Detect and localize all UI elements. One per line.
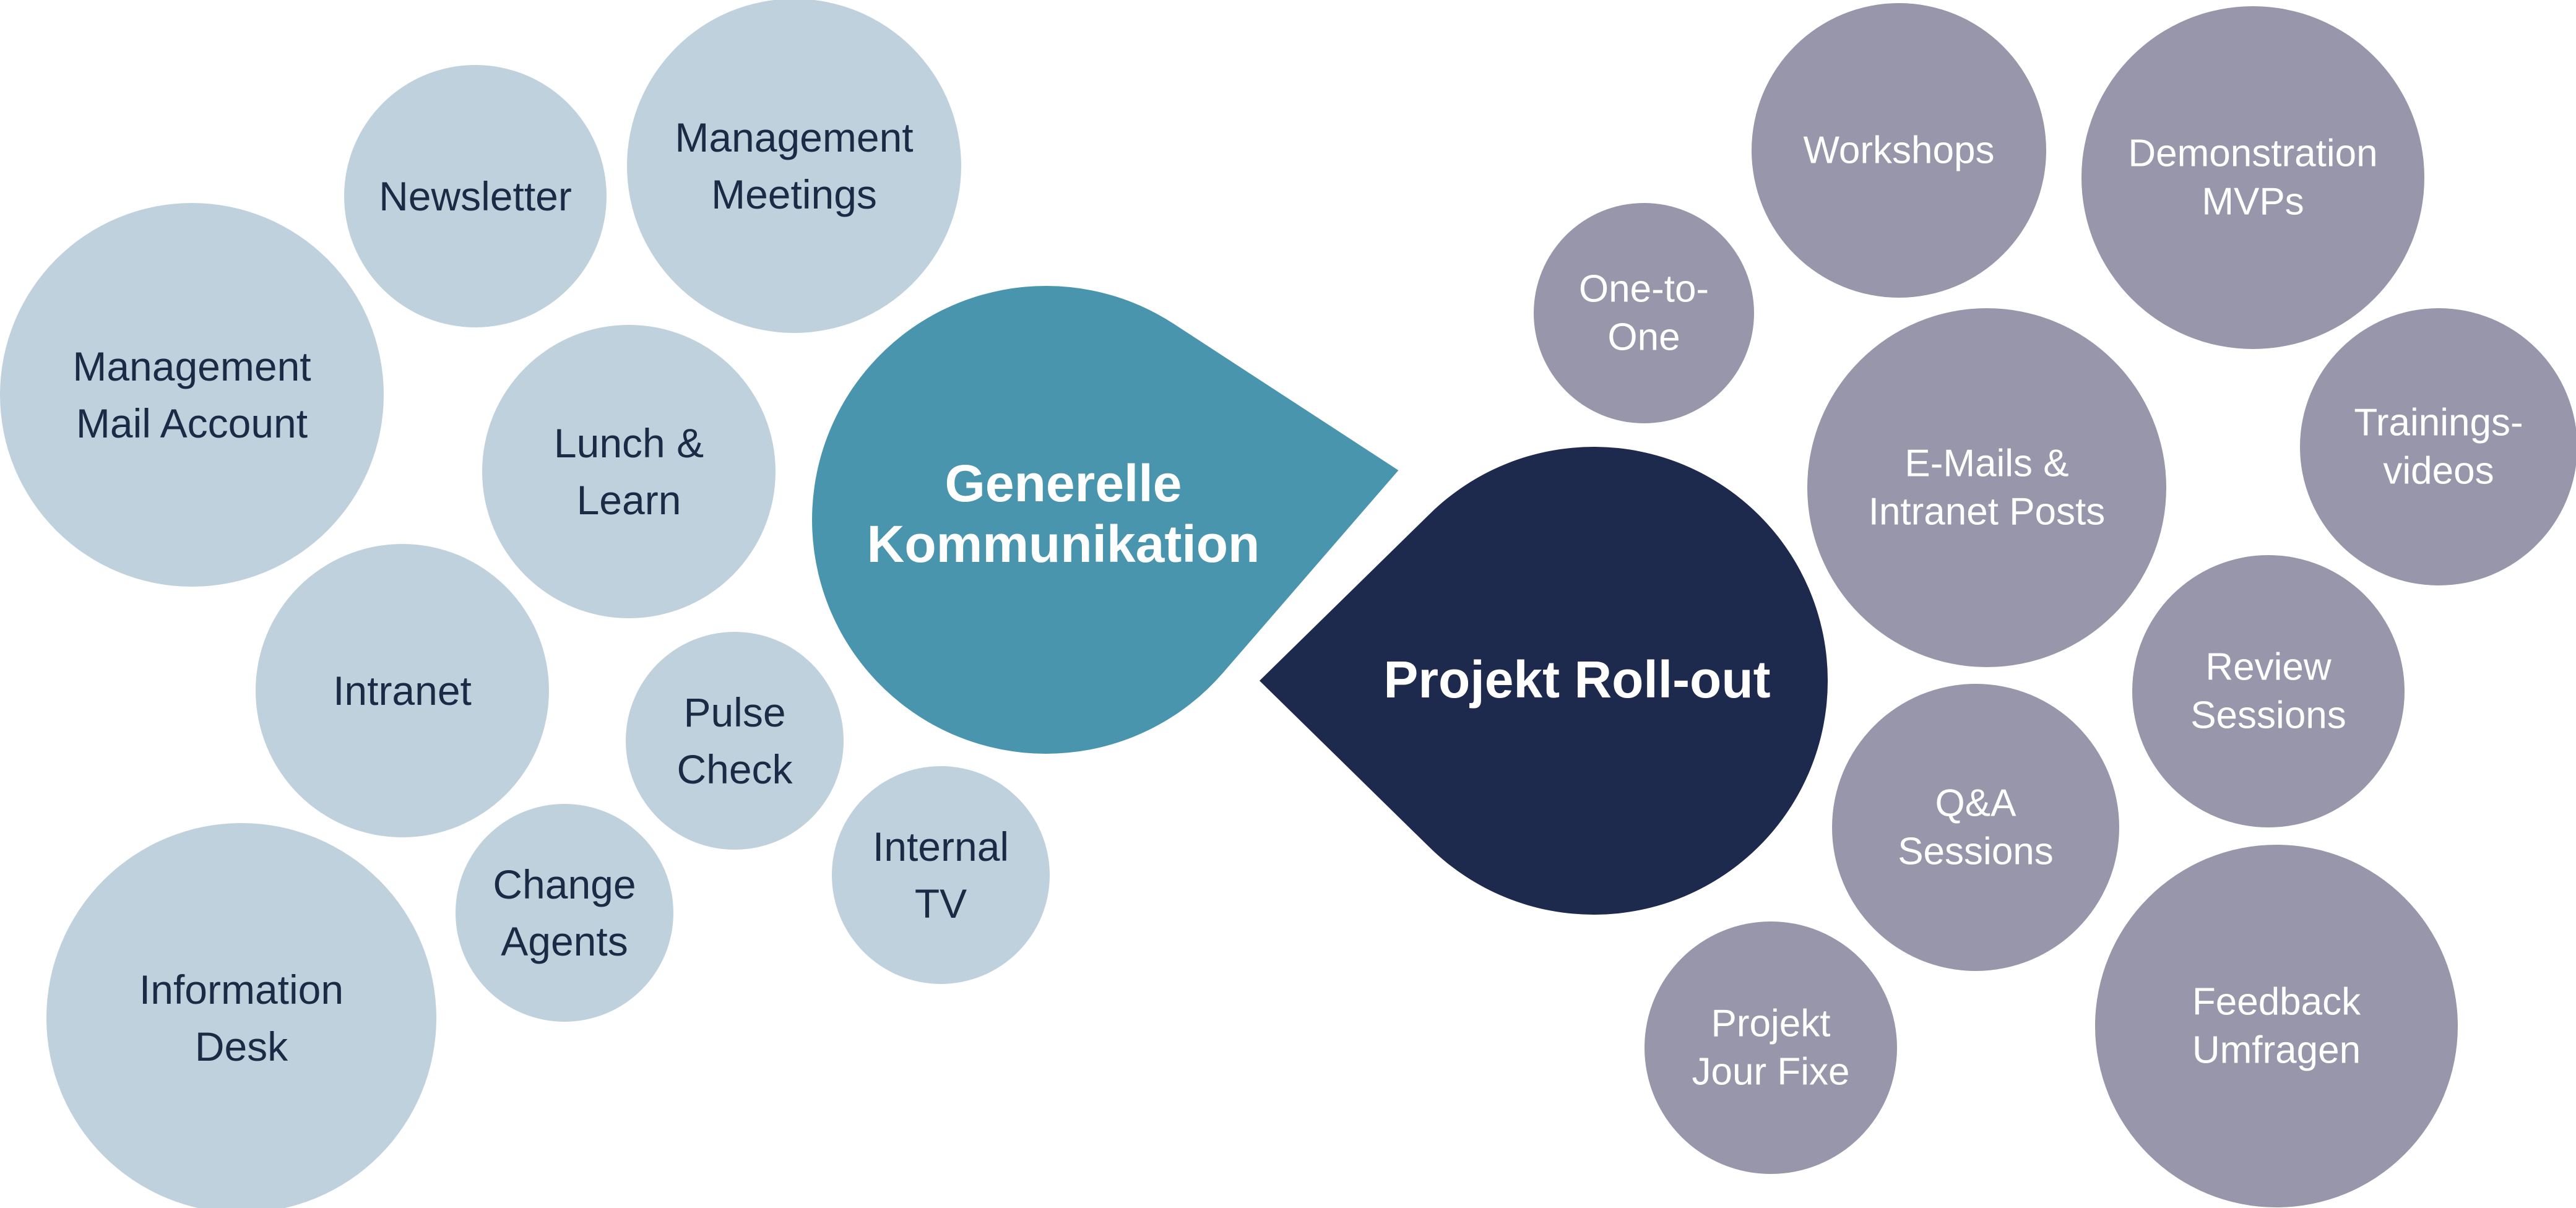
center-project-label: Projekt Roll-out bbox=[1383, 650, 1770, 709]
general-bubble-circle bbox=[456, 804, 673, 1022]
general-bubble-label: Newsletter bbox=[379, 173, 572, 219]
general-bubble-label: Pulse bbox=[683, 689, 785, 735]
general-bubble-label: TV bbox=[915, 881, 967, 926]
project-bubble-circle bbox=[1645, 921, 1897, 1174]
general-bubble-lunch-and-learn: Lunch & Learn bbox=[482, 325, 776, 618]
general-bubble-circle bbox=[626, 632, 844, 850]
project-bubble-circle bbox=[1534, 203, 1754, 423]
general-bubble-label: Desk bbox=[195, 1024, 288, 1069]
center-projekt-roll-out: Projekt Roll-out bbox=[1260, 447, 1828, 915]
general-bubble-circle bbox=[344, 65, 607, 327]
project-bubble-circle bbox=[2132, 555, 2405, 827]
project-bubble-label: E-Mails & bbox=[1904, 442, 2068, 485]
general-bubble-label: Meetings bbox=[711, 171, 877, 217]
general-bubble-circle bbox=[627, 0, 961, 333]
project-bubble-qa-sessions: Q&A Sessions bbox=[1832, 684, 2119, 971]
general-bubble-circle bbox=[482, 325, 776, 618]
general-bubble-label: Change bbox=[493, 861, 636, 907]
general-bubble-label: Management bbox=[72, 343, 311, 389]
project-bubble-trainings-videos: Trainings-videos bbox=[2300, 308, 2576, 585]
center-general-shape bbox=[812, 285, 1399, 754]
general-bubble-label: Mail Account bbox=[76, 400, 308, 446]
general-bubble-label: Management bbox=[675, 114, 913, 160]
general-bubble-label: Information bbox=[139, 967, 344, 1012]
general-bubble-label: Lunch & bbox=[554, 420, 704, 466]
general-bubble-label: Intranet bbox=[333, 668, 472, 714]
project-bubble-label: Umfragen bbox=[2192, 1029, 2361, 1072]
project-bubble-label: Demonstration bbox=[2128, 132, 2377, 175]
center-general-label: Kommunikation bbox=[867, 515, 1260, 573]
project-bubble-label: Sessions bbox=[1898, 830, 2054, 873]
project-bubble-label: Trainings- bbox=[2354, 402, 2523, 444]
project-bubble-circle bbox=[2081, 6, 2424, 349]
project-bubble-circle bbox=[1807, 308, 2166, 667]
project-bubble-one-to-one: One-to- One bbox=[1534, 203, 1754, 423]
project-bubble-emails-intranet-posts: E-Mails & Intranet Posts bbox=[1807, 308, 2166, 667]
project-bubble-circle bbox=[1752, 3, 2046, 298]
project-bubble-label: Q&A bbox=[1935, 782, 2017, 825]
project-bubble-circle bbox=[2095, 845, 2458, 1207]
project-bubble-label: MVPs bbox=[2202, 181, 2304, 223]
general-bubble-label: Internal bbox=[873, 824, 1009, 869]
project-bubble-label: videos bbox=[2383, 450, 2494, 493]
project-bubble-circle bbox=[1832, 684, 2119, 971]
project-bubble-label: Intranet Posts bbox=[1869, 491, 2106, 533]
general-bubble-intranet: Intranet bbox=[256, 544, 549, 837]
project-bubble-label: Feedback bbox=[2192, 981, 2361, 1024]
center-project-shape bbox=[1260, 447, 1828, 915]
general-bubble-circle bbox=[256, 544, 549, 837]
general-bubble-circle bbox=[832, 766, 1050, 984]
project-bubble-label: Sessions bbox=[2190, 694, 2346, 737]
general-bubble-circle bbox=[0, 203, 384, 587]
project-bubble-label: Jour Fixe bbox=[1692, 1051, 1850, 1094]
center-general-label: Generelle bbox=[945, 454, 1182, 512]
general-bubble-circle bbox=[46, 823, 436, 1208]
project-bubble-circle bbox=[2300, 308, 2576, 585]
general-bubble-label: Agents bbox=[501, 918, 628, 964]
project-bubble-label: Review bbox=[2205, 646, 2332, 689]
project-bubble-label: One-to- bbox=[1579, 268, 1709, 311]
general-bubble-newsletter: Newsletter bbox=[344, 65, 607, 327]
project-bubble-label: Projekt bbox=[1711, 1003, 1831, 1045]
project-bubble-label: One bbox=[1607, 316, 1680, 359]
general-bubble-label: Check bbox=[676, 746, 793, 792]
project-bubble-label: Workshops bbox=[1804, 129, 1995, 172]
general-bubble-label: Learn bbox=[577, 477, 681, 523]
project-bubble-workshops: Workshops bbox=[1752, 3, 2046, 298]
